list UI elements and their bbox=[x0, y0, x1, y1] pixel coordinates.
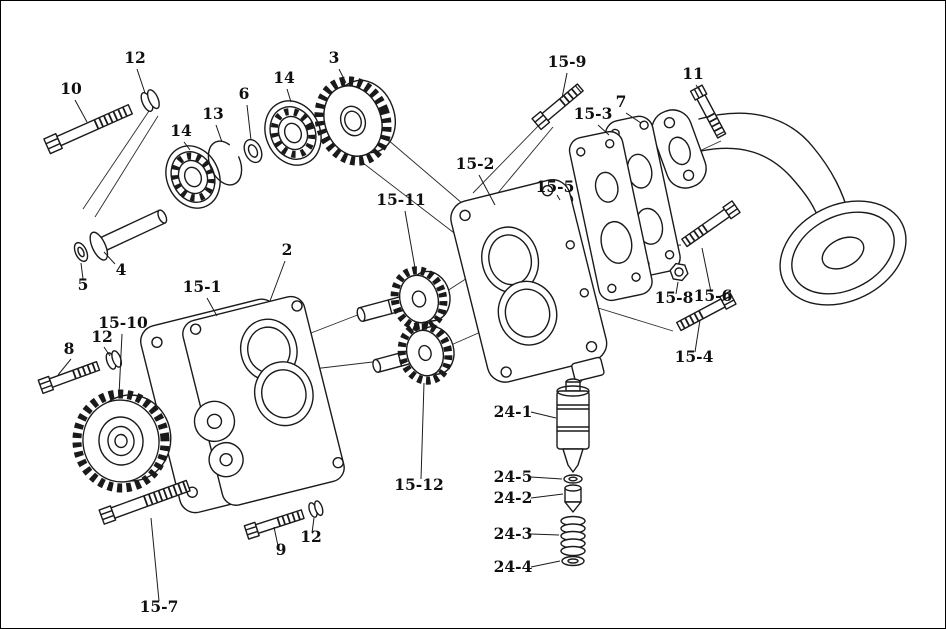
part-washer-12-top bbox=[140, 89, 160, 113]
part-label-11: 11 bbox=[682, 64, 704, 83]
part-labels: 10 12 14 13 6 14 3 15-9 15-3 7 11 15-2 1… bbox=[60, 48, 732, 616]
part-bolt-15-9 bbox=[531, 83, 584, 131]
part-snap-ring-13 bbox=[207, 140, 243, 186]
part-bolt-15-6 bbox=[681, 200, 741, 248]
part-spring-24-3 bbox=[560, 515, 586, 557]
part-label-15-2: 15-2 bbox=[456, 154, 495, 173]
part-washer-24-4 bbox=[561, 555, 585, 567]
part-label-24-5: 24-5 bbox=[494, 467, 533, 486]
part-bolt-15-4 bbox=[676, 290, 737, 332]
part-nut-15-8 bbox=[669, 262, 689, 282]
part-plunger-24-1 bbox=[556, 378, 590, 473]
part-label-15-5: 15-5 bbox=[536, 177, 575, 196]
part-washer-12-bottom bbox=[308, 500, 324, 518]
part-bearing-14-left bbox=[165, 145, 221, 209]
part-label-15-12: 15-12 bbox=[394, 475, 444, 494]
part-label-15-8: 15-8 bbox=[655, 288, 694, 307]
part-label-8: 8 bbox=[64, 339, 75, 358]
part-shaft-4 bbox=[89, 209, 168, 261]
part-label-2: 2 bbox=[282, 240, 293, 259]
part-label-5: 5 bbox=[78, 275, 89, 294]
part-label-9: 9 bbox=[276, 540, 287, 559]
part-gear-15-10 bbox=[72, 389, 172, 493]
part-label-24-2: 24-2 bbox=[494, 488, 533, 507]
part-label-6: 6 bbox=[239, 84, 250, 103]
part-bolt-11 bbox=[689, 84, 727, 139]
part-label-12-bottom: 12 bbox=[300, 527, 322, 546]
part-label-14-left: 14 bbox=[170, 121, 192, 140]
part-gasket-15-3-illustration bbox=[568, 130, 653, 302]
part-label-15-9: 15-9 bbox=[548, 52, 587, 71]
part-gear-15-11 bbox=[356, 266, 451, 332]
part-ring-5 bbox=[73, 241, 89, 263]
part-bolt-10 bbox=[43, 104, 133, 155]
part-washer-24-5 bbox=[563, 474, 583, 484]
part-label-10: 10 bbox=[60, 79, 82, 98]
part-label-4: 4 bbox=[116, 260, 127, 279]
part-label-15-1: 15-1 bbox=[183, 277, 222, 296]
part-bolt-8 bbox=[37, 360, 101, 395]
part-label-15-6: 15-6 bbox=[694, 286, 733, 305]
leader-lines bbox=[57, 68, 712, 602]
part-valve-24-2 bbox=[564, 484, 582, 513]
part-label-14-right: 14 bbox=[273, 68, 295, 87]
part-gear-3 bbox=[314, 76, 396, 166]
part-label-12-mid: 12 bbox=[91, 327, 113, 346]
part-label-24-4: 24-4 bbox=[494, 557, 533, 576]
part-label-24-3: 24-3 bbox=[494, 524, 533, 543]
part-washer-6 bbox=[243, 138, 263, 164]
part-gear-15-12 bbox=[372, 321, 455, 385]
part-bolt-9 bbox=[243, 509, 305, 540]
part-label-3: 3 bbox=[329, 48, 340, 67]
part-body-2-illustration bbox=[182, 295, 345, 506]
part-housing-15-2-illustration bbox=[450, 179, 608, 383]
part-label-24-1: 24-1 bbox=[494, 402, 533, 421]
part-label-7: 7 bbox=[616, 92, 627, 111]
part-suction-pipe-illustration bbox=[698, 112, 907, 306]
part-bolt-15-7 bbox=[98, 479, 191, 525]
part-label-15-10: 15-10 bbox=[98, 313, 148, 332]
part-label-15-7: 15-7 bbox=[140, 597, 179, 616]
part-label-15-3: 15-3 bbox=[574, 104, 613, 123]
part-label-13: 13 bbox=[202, 104, 224, 123]
part-pipe-flange-illustration bbox=[651, 109, 707, 189]
part-label-12-top: 12 bbox=[124, 48, 146, 67]
part-label-15-11: 15-11 bbox=[376, 190, 426, 209]
part-label-15-4: 15-4 bbox=[675, 347, 714, 366]
